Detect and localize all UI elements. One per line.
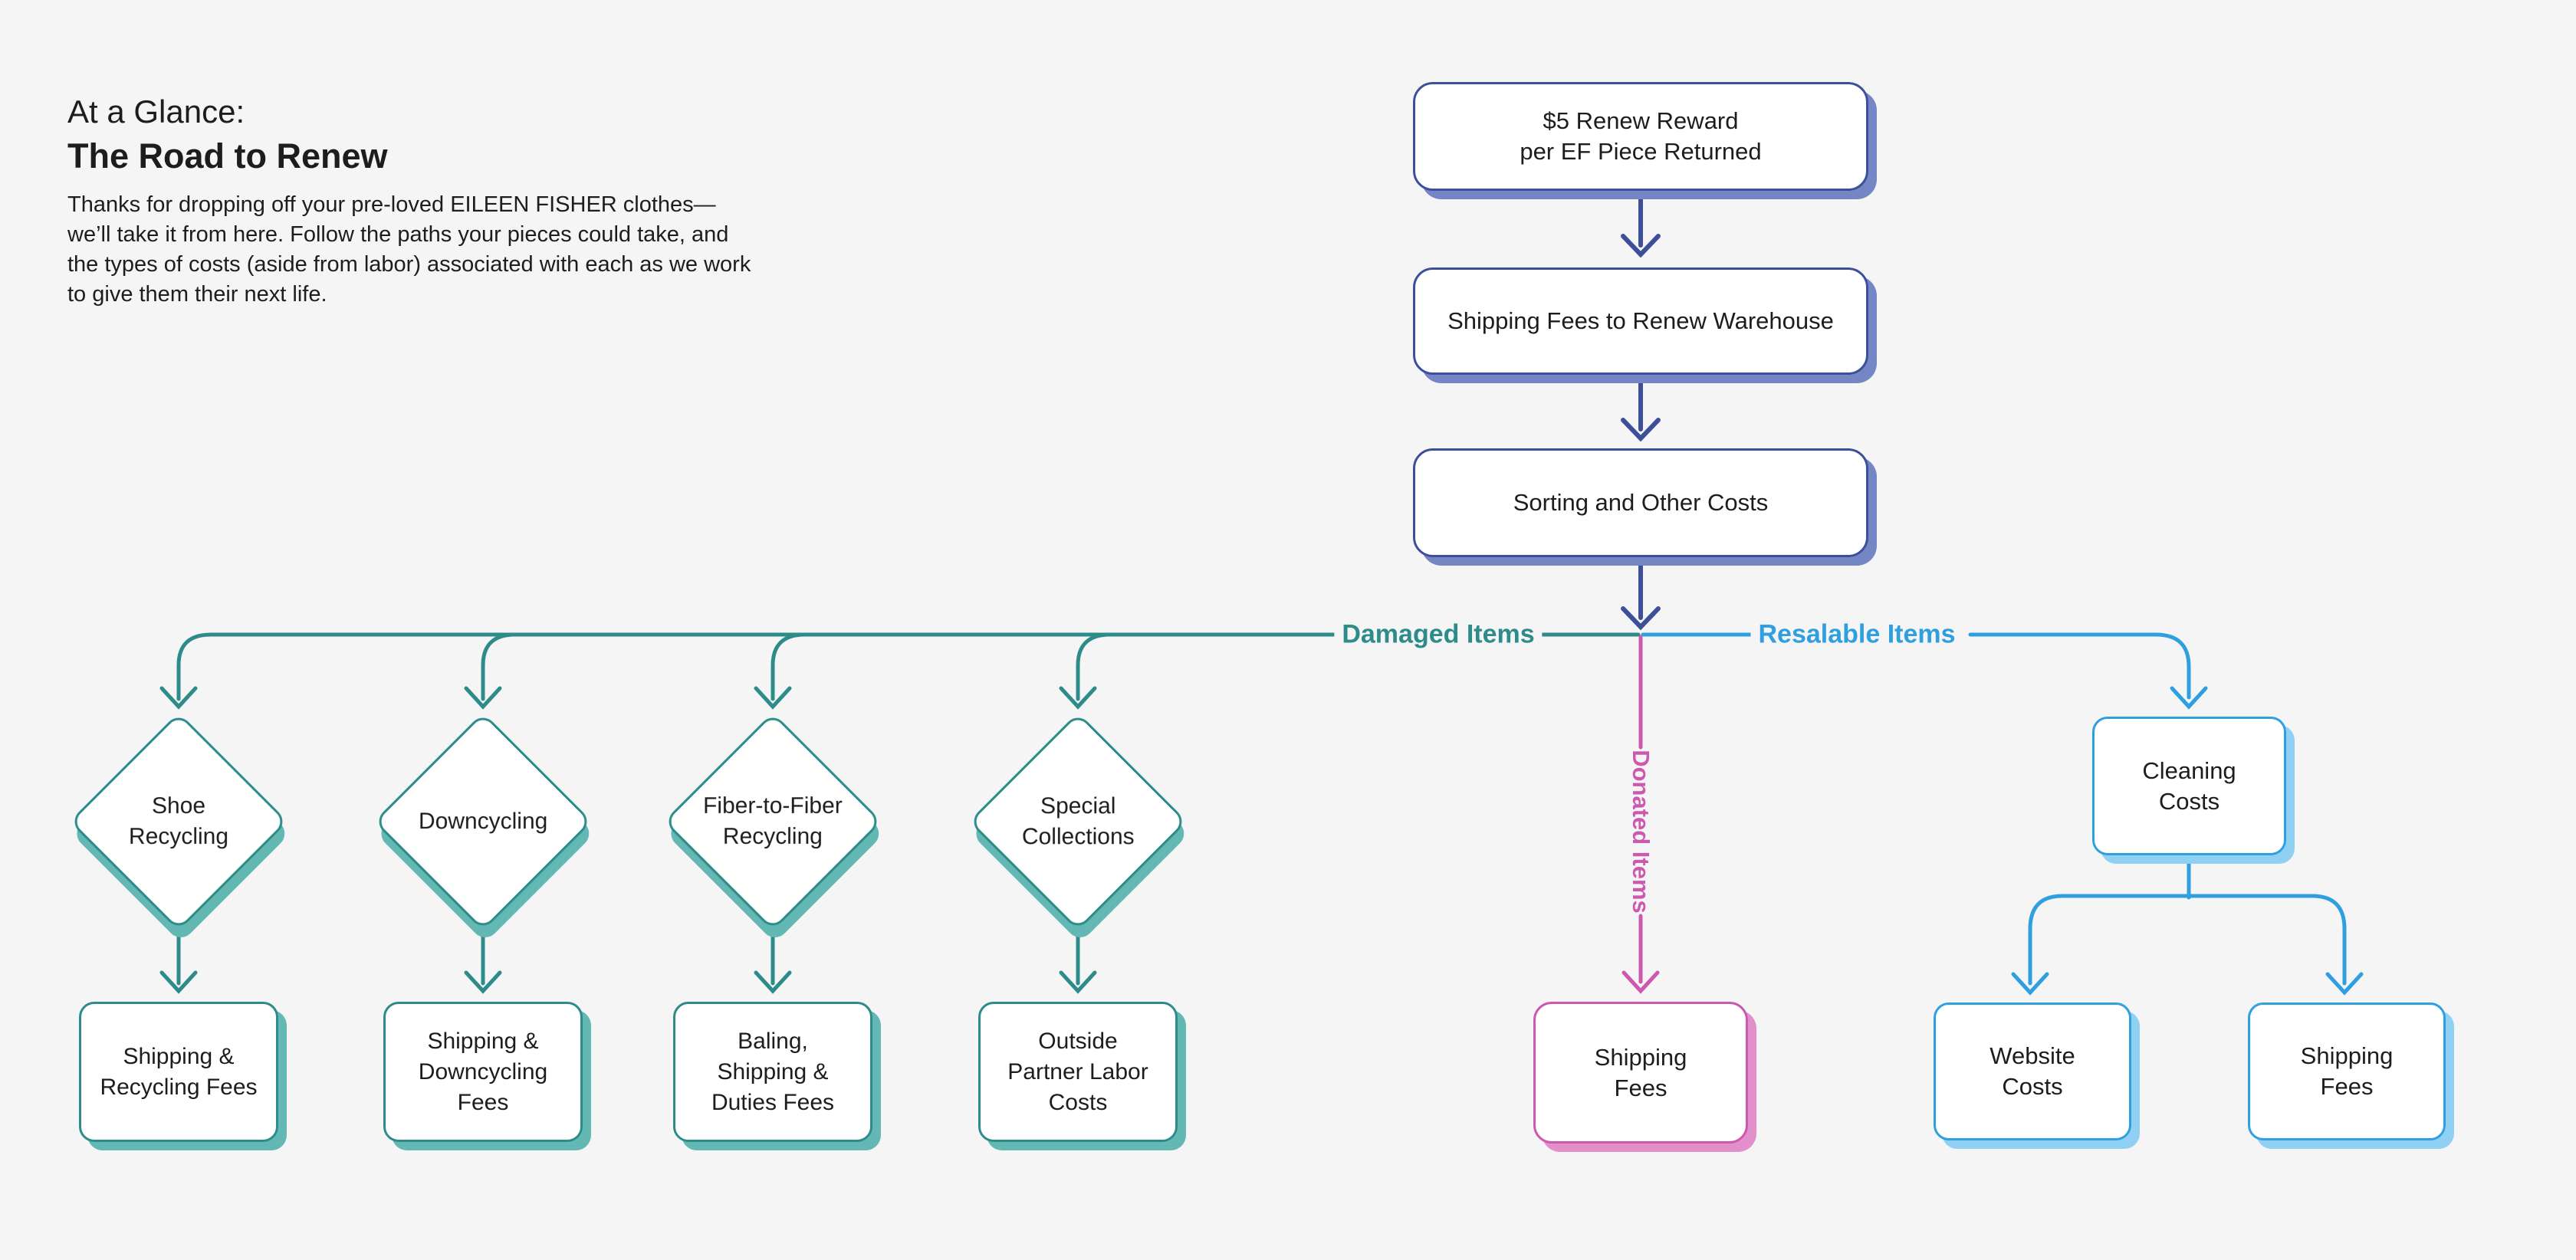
page-description: Thanks for dropping off your pre-loved E… — [67, 192, 751, 307]
resalable-rail-to-cleaning — [1968, 632, 2208, 710]
damaged-rail-left-segment — [159, 632, 1340, 710]
cost-box-donated-shipping-fees: Shipping Fees — [1533, 1002, 1748, 1144]
chain-box-shipping-to-warehouse: Shipping Fees to Renew Warehouse — [1413, 267, 1868, 375]
intro-block: At a Glance: The Road to Renew Thanks fo… — [67, 90, 880, 310]
cost-box-outside-partner-labor: Outside Partner Labor Costs — [978, 1002, 1178, 1142]
arrow-sorting-to-rail — [1621, 558, 1661, 631]
diamond-label: Shoe Recycling — [128, 793, 229, 849]
chain-box-sorting-costs: Sorting and Other Costs — [1413, 448, 1868, 557]
arrow-shipping-to-sorting — [1621, 375, 1661, 442]
cleaning-split — [2011, 855, 2364, 996]
donated-line-lower — [1622, 914, 1660, 994]
arrow-shoe-to-cost — [159, 931, 198, 994]
diamond-label: Fiber-to-Fiber Recycling — [703, 792, 843, 849]
cost-box-shipping-recycling-fees: Shipping & Recycling Fees — [79, 1002, 278, 1142]
damaged-rail — [159, 632, 1641, 994]
diamond-label: Downcycling — [418, 809, 548, 834]
arrow-reward-to-shipping — [1621, 191, 1661, 258]
chain-box-renew-reward: $5 Renew Reward per EF Piece Returned — [1413, 82, 1868, 191]
label-donated-items: Donated Items — [1628, 750, 1654, 914]
diamond-label: Special Collections — [1021, 792, 1135, 849]
damaged-drop-fiber — [754, 632, 807, 710]
damaged-drop-special — [1059, 632, 1112, 710]
cost-box-baling-shipping-duties: Baling, Shipping & Duties Fees — [673, 1002, 872, 1142]
cost-box-website-costs: Website Costs — [1934, 1002, 2131, 1140]
arrow-downcycling-to-cost — [464, 931, 502, 994]
donated-drop — [1622, 635, 1660, 994]
arrow-fiber-to-cost — [754, 931, 792, 994]
cost-box-resalable-shipping-fees: Shipping Fees — [2248, 1002, 2446, 1140]
label-resalable-items: Resalable Items — [1750, 619, 1963, 650]
navy-arrows — [1621, 191, 1661, 631]
label-damaged-items: Damaged Items — [1334, 619, 1543, 650]
arrow-special-to-cost — [1059, 931, 1097, 994]
page-kicker: At a Glance: — [67, 94, 245, 130]
cost-box-shipping-downcycling-fees: Shipping & Downcycling Fees — [383, 1002, 583, 1142]
page-title: The Road to Renew — [67, 136, 388, 176]
damaged-drop-downcycling — [464, 632, 518, 710]
node-cleaning-costs: Cleaning Costs — [2092, 717, 2286, 855]
resalable-rail — [1641, 632, 2364, 996]
